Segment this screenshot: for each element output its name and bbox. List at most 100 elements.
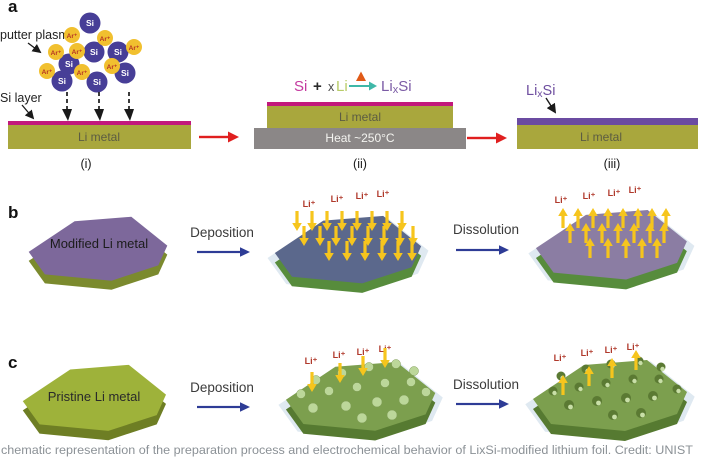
li-metal-bar-i (8, 125, 191, 149)
dissolution-arrow-b-icon (456, 245, 509, 255)
si-layer-strip-i (8, 121, 191, 125)
lixsi-pointer-arrow (545, 97, 557, 114)
li-ion-label: Li⁺ (627, 342, 640, 352)
si-atom: Si (107, 41, 129, 63)
ar-ion: Ar⁺ (97, 30, 113, 46)
li-metal-label-iii: Li metal (580, 130, 622, 144)
dashed-arrow-head (94, 109, 104, 121)
li-pit (592, 396, 602, 406)
equation-si: Si (294, 78, 307, 95)
li-ion-label: Li⁺ (305, 356, 318, 366)
li-pit (548, 386, 558, 396)
li-pit (654, 374, 664, 384)
ar-ion-label: Ar⁺ (129, 45, 140, 52)
ar-ion: Ar⁺ (48, 44, 64, 60)
li-pit (628, 374, 638, 384)
si-atom: Si (83, 41, 105, 63)
ar-ion-label: Ar⁺ (42, 69, 53, 76)
li-nuclei-bumps (296, 359, 431, 424)
step-iii-caption: (iii) (604, 157, 621, 171)
panel-b-label: b (8, 203, 18, 222)
li-ion-labels-b-mid: Li⁺ Li⁺ Li⁺ Li⁺ (303, 189, 390, 209)
si-layer-label: Si layer (0, 91, 42, 105)
li-pit (672, 384, 682, 394)
li-particle (324, 386, 334, 396)
down-arrow-icon (292, 211, 302, 231)
up-arrow-icon (558, 208, 568, 228)
li-ion-label: Li⁺ (356, 191, 369, 201)
li-pit (608, 410, 618, 420)
si-atom-label: Si (114, 47, 122, 57)
reaction-equation: Si + x Li LixSi (294, 71, 412, 96)
ar-ion: Ar⁺ (126, 39, 142, 55)
panel-c-label: c (8, 353, 17, 372)
heater-block (254, 128, 466, 149)
li-particle (386, 409, 398, 421)
li-dissolution-pits (548, 356, 682, 420)
si-atom-label: Si (93, 77, 101, 87)
li-particle (421, 387, 431, 397)
dissolution-label-c: Dissolution (453, 377, 519, 392)
sputter-plasma-pointer-arrow (27, 42, 42, 54)
dashed-arrow-head (62, 109, 72, 121)
li-ion-label: Li⁺ (377, 189, 390, 199)
equation-arrow-head (369, 81, 377, 91)
modified-li-dissolution-hexagon (528, 209, 695, 290)
ar-ion-label: Ar⁺ (100, 36, 111, 43)
li-ion-label: Li⁺ (331, 194, 344, 204)
ar-ion-label: Ar⁺ (67, 33, 78, 40)
li-pit (574, 382, 584, 392)
panel-a-label: a (8, 0, 18, 16)
process-arrow-2-icon (467, 132, 507, 144)
step-i-caption: (i) (80, 157, 91, 171)
si-atom: Si (79, 12, 101, 34)
li-metal-bar-ii (267, 106, 453, 128)
equation-plus: + (313, 78, 322, 95)
li-ion-label: Li⁺ (303, 199, 316, 209)
li-ion-labels-c-right: Li⁺ Li⁺ Li⁺ Li⁺ (554, 342, 640, 363)
product-si: Si (398, 78, 411, 95)
equation-product: LixSi (381, 78, 412, 96)
li-particle (409, 366, 419, 376)
pristine-li-deposition-hexagon (278, 361, 443, 441)
lixsi-label: LixSi (526, 83, 555, 100)
dashed-arrow-head (124, 109, 134, 121)
ar-ions: Ar⁺ Ar⁺ Ar⁺ Ar⁺ Ar⁺ Ar⁺ Ar⁺ Ar⁺ (39, 27, 142, 80)
ar-ion: Ar⁺ (39, 63, 55, 79)
li-ion-labels-c-mid: Li⁺ Li⁺ Li⁺ Li⁺ (305, 344, 392, 366)
sputter-plasma-label: putter plasma (0, 28, 76, 42)
pristine-li-dissolution-hexagon (525, 360, 695, 441)
deposition-arrow-b-icon (197, 247, 250, 257)
plasma-cluster: Si Si Si Si Si Si Si Ar⁺ Ar⁺ Ar⁺ Ar⁺ Ar⁺… (39, 12, 142, 93)
li-pit (636, 408, 646, 418)
li-ion-labels-b-right: Li⁺ Li⁺ Li⁺ Li⁺ (555, 185, 642, 205)
li-metal-label-i: Li metal (78, 130, 120, 144)
equation-x: x (328, 80, 335, 94)
si-atom: Si (58, 53, 80, 75)
step-ii-caption: (ii) (353, 157, 367, 171)
li-ion-label: Li⁺ (605, 345, 618, 355)
lixsi-si: Si (543, 83, 556, 99)
li-particle (352, 382, 362, 392)
li-ion-label: Li⁺ (629, 185, 642, 195)
lixsi-li: Li (526, 83, 537, 99)
ar-ion-label: Ar⁺ (72, 49, 83, 56)
si-layer-pointer-arrow (21, 104, 35, 120)
li-ion-label: Li⁺ (583, 191, 596, 201)
pristine-li-metal-label: Pristine Li metal (48, 389, 141, 404)
ar-ion: Ar⁺ (69, 43, 85, 59)
li-ion-label: Li⁺ (357, 347, 370, 357)
deposition-label-c: Deposition (190, 380, 254, 395)
lixsi-x: x (537, 88, 543, 100)
si-atom-label: Si (121, 68, 129, 78)
li-particle (296, 389, 306, 399)
li-pit (564, 400, 574, 410)
li-ion-label: Li⁺ (554, 353, 567, 363)
li-particle (307, 402, 319, 414)
si-atom: Si (86, 71, 108, 93)
si-atom-label: Si (86, 18, 94, 28)
li-particle (340, 400, 352, 412)
product-x: x (393, 84, 399, 96)
ar-ion-label: Ar⁺ (107, 64, 118, 71)
